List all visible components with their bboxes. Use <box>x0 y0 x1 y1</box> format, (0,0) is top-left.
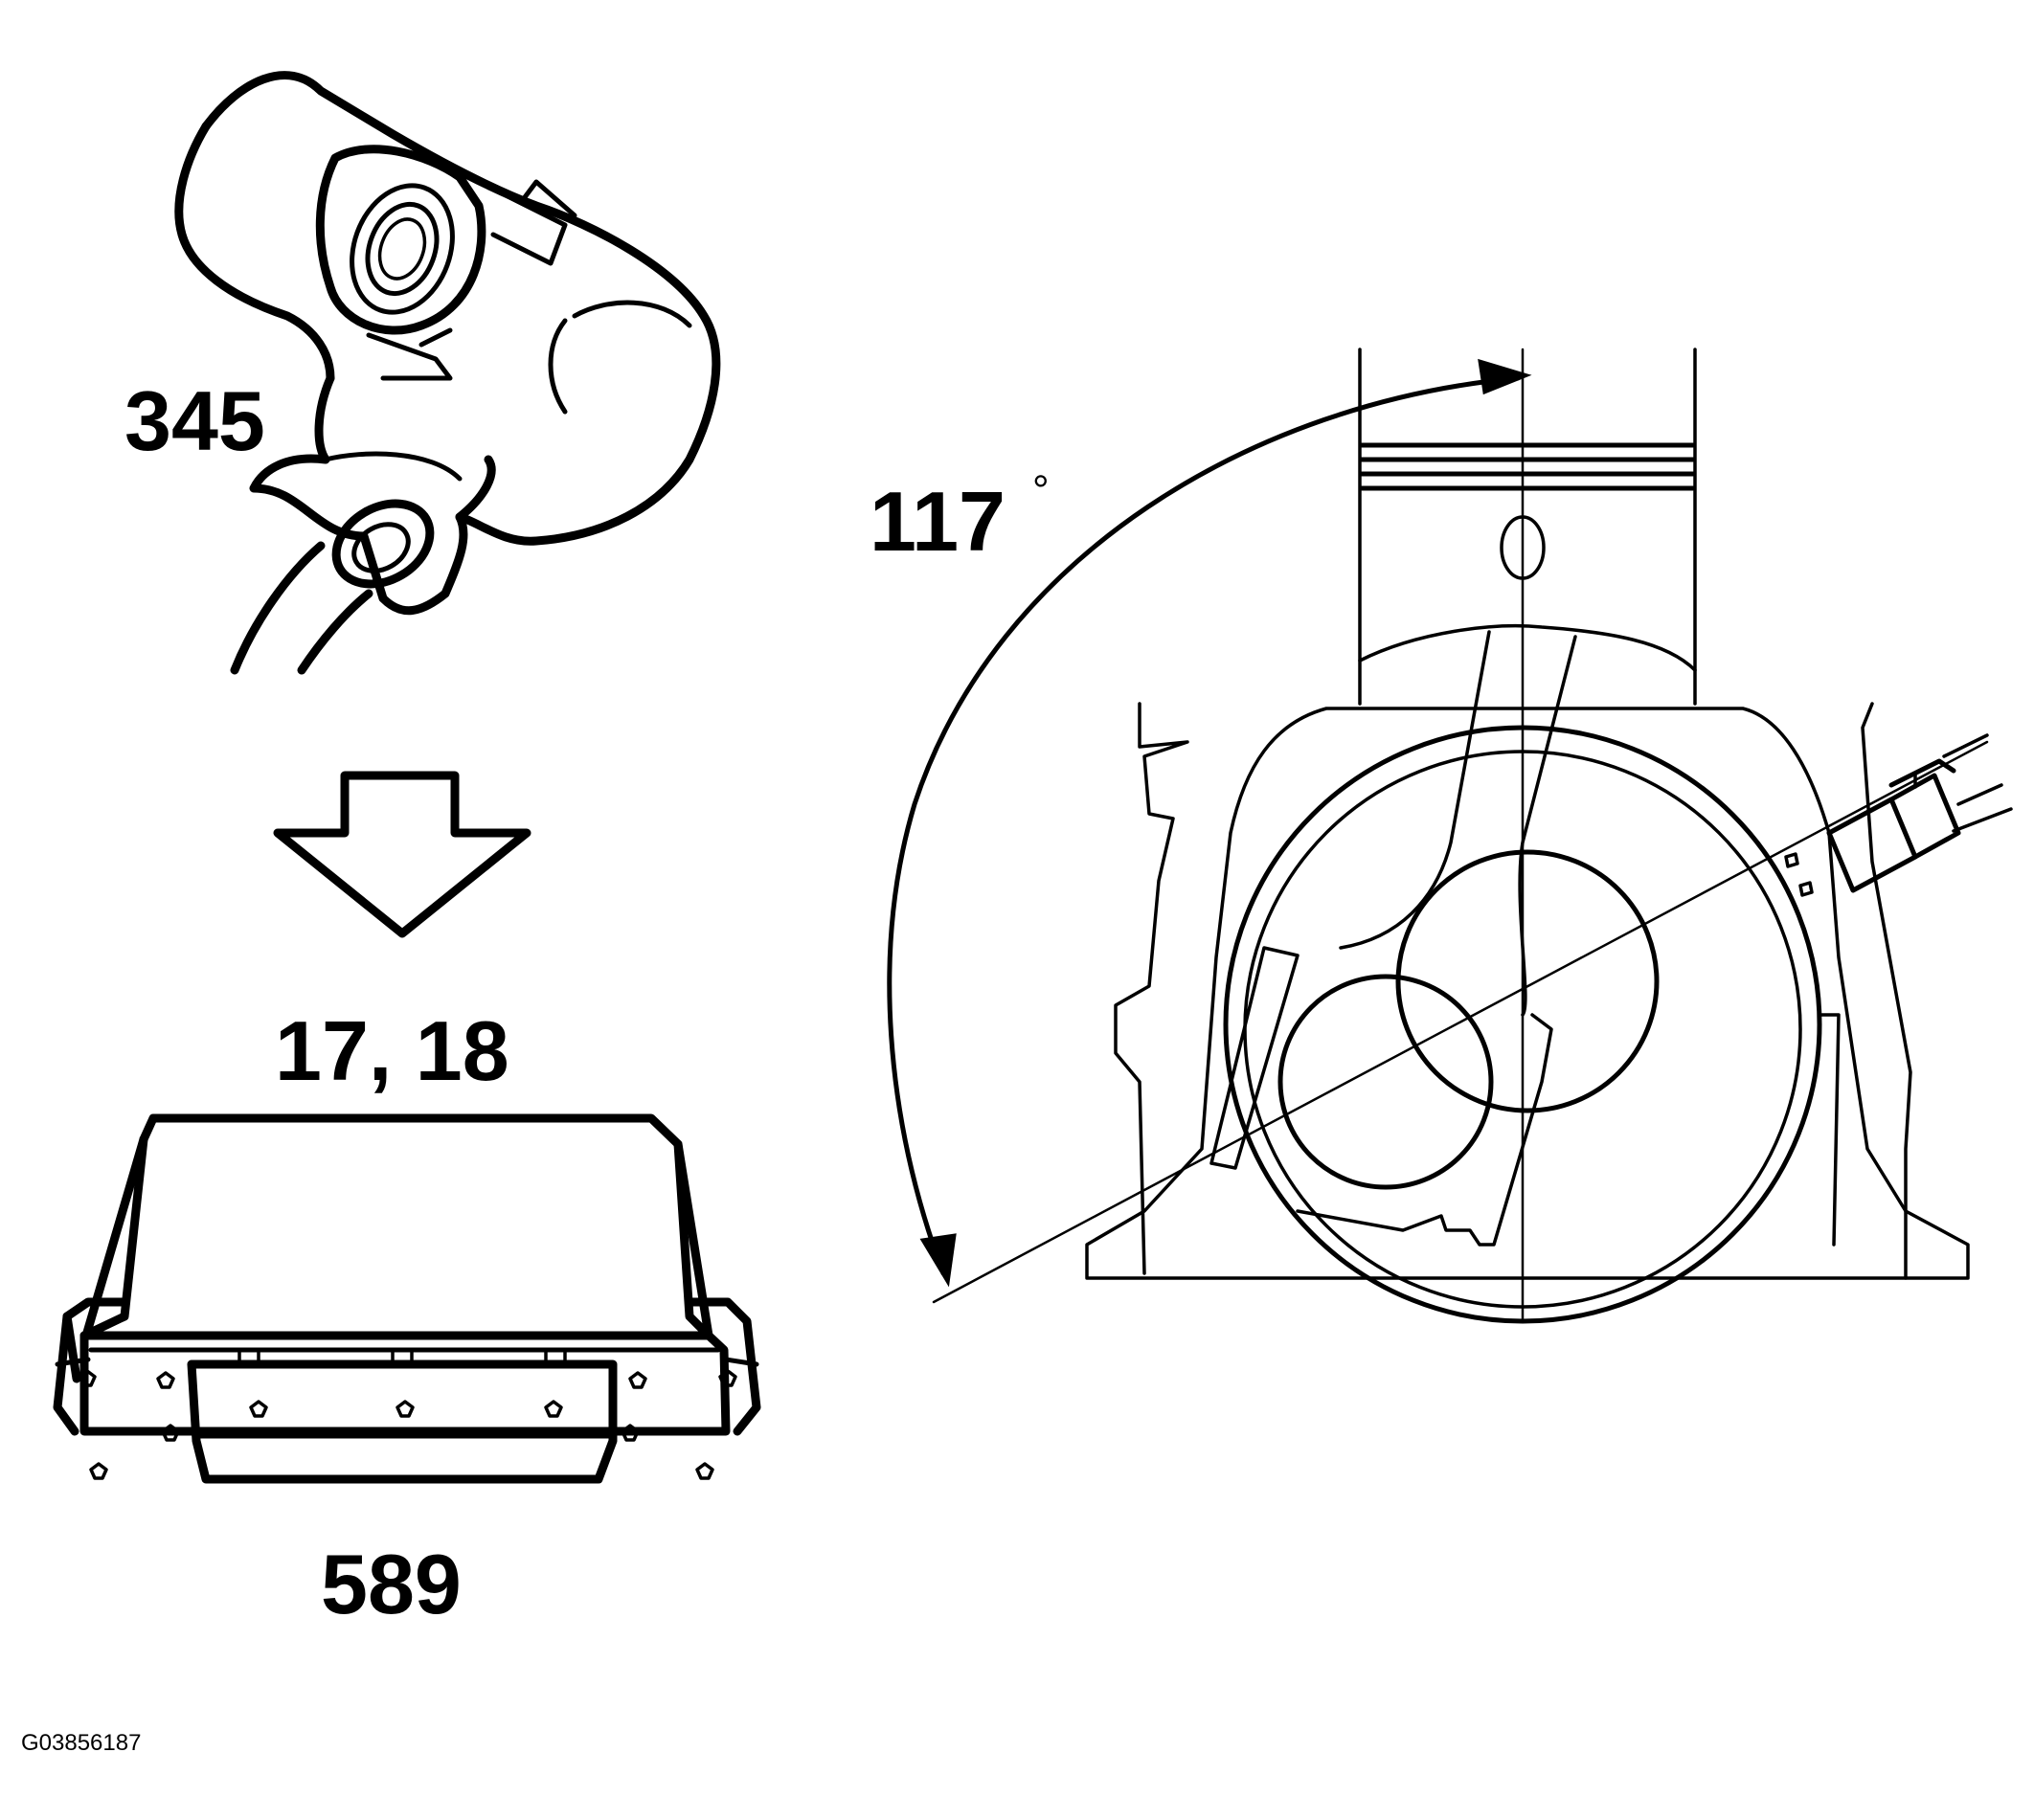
knock-sensor-icon <box>174 71 721 675</box>
crankshaft-piston-icon <box>887 348 2013 1324</box>
module-number-label: 589 <box>321 1537 462 1631</box>
sensor-number-label: 345 <box>124 373 265 468</box>
figure-code: G03856187 <box>21 1730 141 1756</box>
down-arrow-icon <box>273 771 531 938</box>
angle-unit-label: ° <box>1032 467 1050 514</box>
dtc-numbers-label: 17, 18 <box>275 1003 509 1098</box>
angle-value-label: 117 <box>870 474 1006 569</box>
control-module-icon <box>53 1113 761 1484</box>
